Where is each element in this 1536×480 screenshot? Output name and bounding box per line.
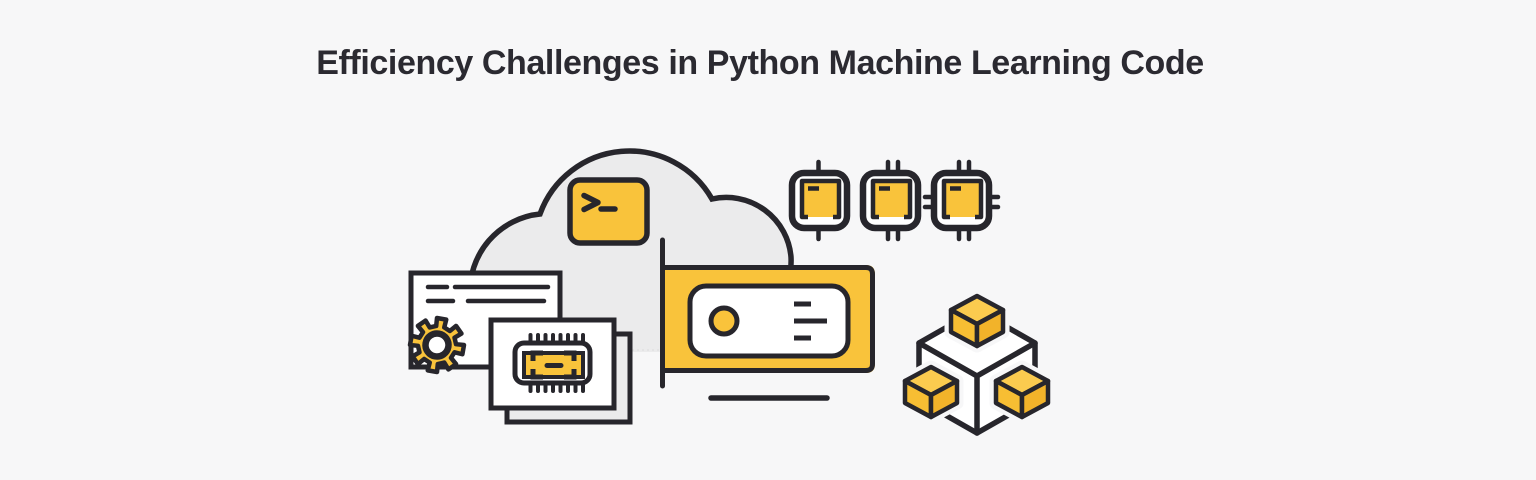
processor-chip-icon-2 xyxy=(863,159,918,242)
blockchain-cubes-icon xyxy=(905,296,1048,436)
cpu-chip-icon xyxy=(512,333,593,393)
page-title: Efficiency Challenges in Python Machine … xyxy=(316,44,1204,82)
gpu-fan xyxy=(708,305,740,337)
gear-icon xyxy=(407,315,467,375)
processor-chip-icon-1 xyxy=(792,159,847,242)
cube-bottom-left xyxy=(905,367,957,417)
cube-bottom-right xyxy=(996,367,1048,417)
cube-top xyxy=(951,296,1003,346)
processor-chip-icon-3 xyxy=(922,159,1001,242)
certificate-text-lines xyxy=(425,284,551,304)
terminal-prompt-chevron xyxy=(581,192,601,213)
gpu-detail-lines xyxy=(794,301,827,341)
chip-card-icon xyxy=(488,317,633,425)
terminal-icon xyxy=(567,177,650,246)
gpu-card-icon xyxy=(660,237,875,401)
